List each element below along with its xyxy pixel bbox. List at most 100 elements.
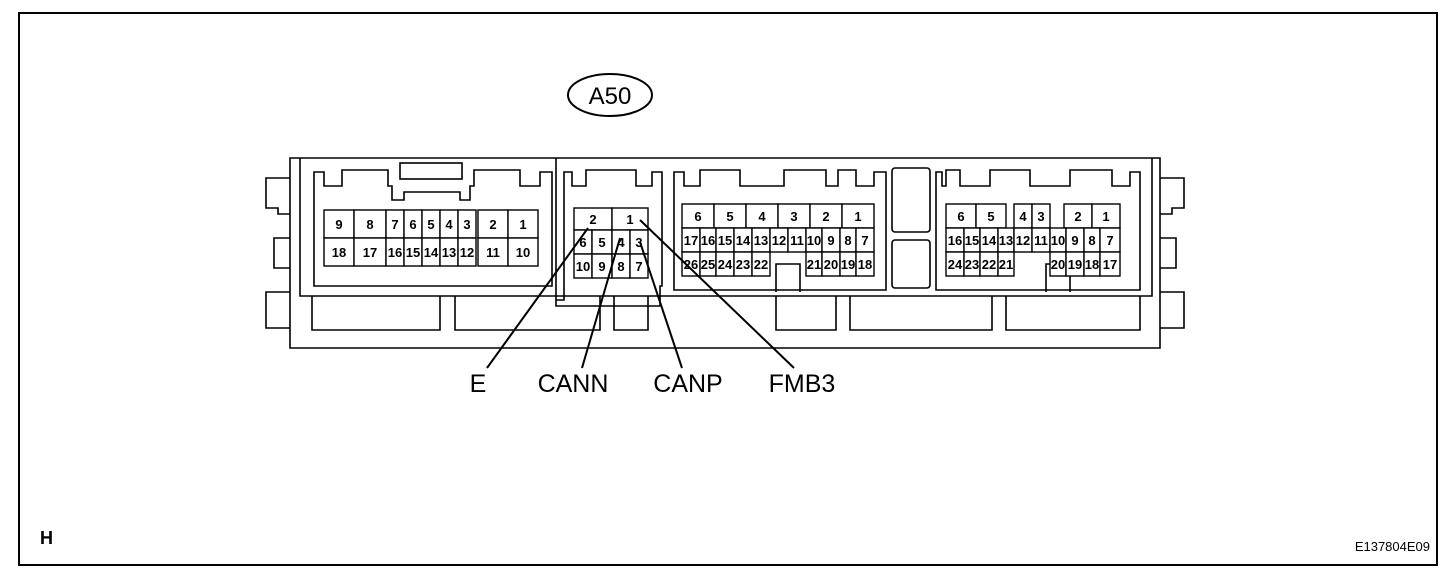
pin-number: 3 [790, 209, 797, 224]
pin-number: 2 [822, 209, 829, 224]
pin-number: 15 [965, 233, 979, 248]
connector-id-badge: A50 [567, 73, 653, 117]
connector-housing [265, 157, 1185, 349]
callout-fmb3: FMB3 [769, 370, 836, 398]
pin-number: 2 [489, 217, 496, 232]
pin-number: 13 [754, 233, 768, 248]
pin-number: 18 [332, 245, 346, 260]
pin-number: 8 [1088, 233, 1095, 248]
leader-fmb3 [639, 219, 795, 369]
pin-number: 21 [807, 257, 821, 272]
pin-number: 9 [598, 259, 605, 274]
pin-number: 3 [1037, 209, 1044, 224]
pin-number: 7 [1106, 233, 1113, 248]
pin-number: 7 [635, 259, 642, 274]
figure-code: E137804E09 [1355, 539, 1430, 554]
pin-number: 19 [841, 257, 855, 272]
pin-number: 3 [635, 235, 642, 250]
pin-cell [975, 203, 1007, 229]
pin-number: 16 [701, 233, 715, 248]
pin-number: 2 [1074, 209, 1081, 224]
pin-number: 12 [772, 233, 786, 248]
pin-cell [1091, 203, 1121, 229]
pin-number: 19 [1068, 257, 1082, 272]
pin-number: 9 [335, 217, 342, 232]
pin-number: 6 [694, 209, 701, 224]
pin-number: 10 [516, 245, 530, 260]
pin-number: 16 [388, 245, 402, 260]
pin-number: 8 [844, 233, 851, 248]
pin-number: 22 [982, 257, 996, 272]
connector-id: A50 [589, 83, 632, 110]
pin-number: 13 [999, 233, 1013, 248]
pin-number: 8 [617, 259, 624, 274]
pin-number: 24 [948, 257, 963, 272]
pin-number: 1 [626, 212, 633, 227]
pin-number: 23 [965, 257, 979, 272]
pin-number: 16 [948, 233, 962, 248]
leader-cann [581, 237, 621, 369]
pin-cell [477, 237, 509, 267]
pin-number: 1 [1102, 209, 1109, 224]
pin-cell [1099, 251, 1121, 277]
pin-cell [945, 203, 977, 229]
pin-number: 7 [861, 233, 868, 248]
pin-number: 5 [726, 209, 733, 224]
pin-number: 14 [982, 233, 997, 248]
pin-number: 4 [617, 235, 625, 250]
pin-number: 25 [701, 257, 715, 272]
pin-number: 17 [684, 233, 698, 248]
pin-number: 4 [758, 209, 766, 224]
pin-number: 5 [427, 217, 434, 232]
callout-e: E [470, 370, 487, 398]
pin-cell [855, 251, 875, 277]
pin-number: 9 [1071, 233, 1078, 248]
pin-number: 24 [718, 257, 733, 272]
pin-number: 21 [999, 257, 1013, 272]
pin-number: 26 [684, 257, 698, 272]
callout-cann: CANN [538, 370, 609, 398]
pin-number: 4 [445, 217, 453, 232]
pin-cell [507, 237, 539, 267]
pin-number: 6 [579, 235, 586, 250]
pin-number: 10 [807, 233, 821, 248]
pin-number: 12 [1016, 233, 1030, 248]
leader-lines [486, 219, 795, 369]
pin-number: 17 [1103, 257, 1117, 272]
pin-number: 13 [442, 245, 456, 260]
pin-number: 10 [1051, 233, 1065, 248]
pin-number: 5 [598, 235, 605, 250]
pin-number: 1 [854, 209, 861, 224]
diagram-border [18, 12, 1438, 566]
pin-number: 23 [736, 257, 750, 272]
pin-number: 9 [827, 233, 834, 248]
pin-cell [997, 251, 1015, 277]
pin-number: 20 [824, 257, 838, 272]
pin-number: 15 [718, 233, 732, 248]
pin-number: 17 [363, 245, 377, 260]
pin-cell [1063, 203, 1093, 229]
pin-cell [457, 237, 477, 267]
pin-number: 11 [486, 245, 500, 260]
pin-number: 18 [858, 257, 872, 272]
pin-number: 14 [424, 245, 439, 260]
pin-number: 12 [460, 245, 474, 260]
leader-e [486, 227, 589, 369]
pin-number: 6 [957, 209, 964, 224]
pin-number: 10 [576, 259, 590, 274]
pin-number: 6 [409, 217, 416, 232]
callout-canp: CANP [653, 370, 722, 398]
pin-number: 11 [790, 233, 804, 248]
pin-number: 18 [1085, 257, 1099, 272]
pin-cell [477, 209, 509, 239]
pin-number: 1 [519, 217, 526, 232]
pin-number: 3 [463, 217, 470, 232]
pin-number: 8 [366, 217, 373, 232]
pin-number: 4 [1019, 209, 1027, 224]
pin-number: 15 [406, 245, 420, 260]
pin-number: 20 [1051, 257, 1065, 272]
pin-number: 5 [987, 209, 994, 224]
